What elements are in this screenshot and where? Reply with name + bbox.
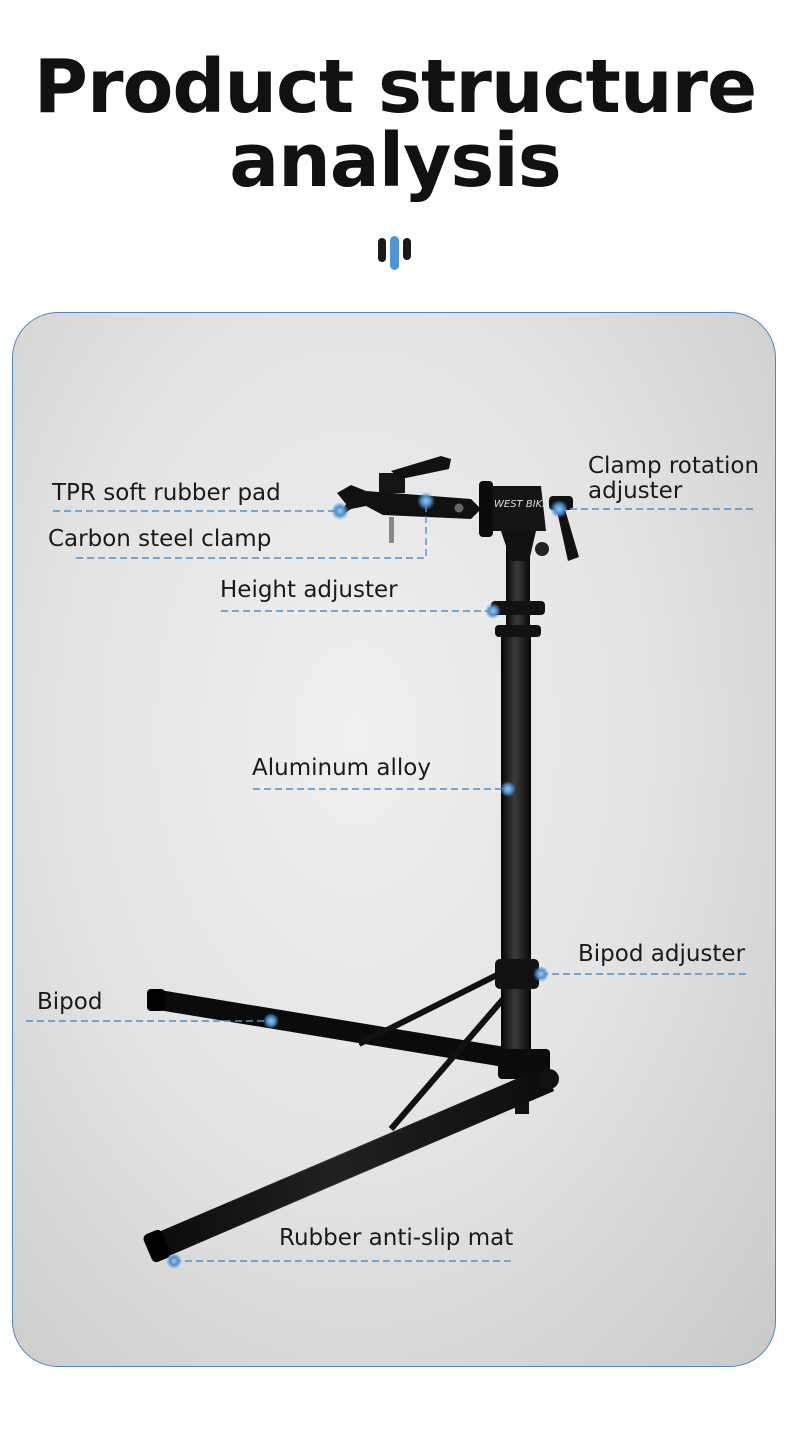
page-title-line1: Product structure xyxy=(33,44,757,130)
label-bipod: Bipod xyxy=(37,989,103,1015)
label-rotation-1: Clamp rotation xyxy=(588,453,760,479)
label-rotation-2: adjuster xyxy=(588,478,683,504)
page-title-line2: analysis xyxy=(229,118,562,204)
callout-dots xyxy=(166,492,568,1269)
divider-mark-icon xyxy=(378,236,411,270)
label-tpr-pad: TPR soft rubber pad xyxy=(52,480,281,506)
label-clamp: Carbon steel clamp xyxy=(48,526,272,552)
label-bipod-adjuster: Bipod adjuster xyxy=(578,941,746,967)
product-diagram-card: WEST BIKING xyxy=(12,312,776,1367)
label-height: Height adjuster xyxy=(220,577,398,603)
label-mat: Rubber anti-slip mat xyxy=(279,1225,514,1251)
label-alloy: Aluminum alloy xyxy=(252,755,431,781)
repair-stand-illustration: WEST BIKING xyxy=(26,456,756,1269)
leader-lines xyxy=(26,501,756,1262)
brand-logo: WEST BIKING xyxy=(494,499,561,510)
